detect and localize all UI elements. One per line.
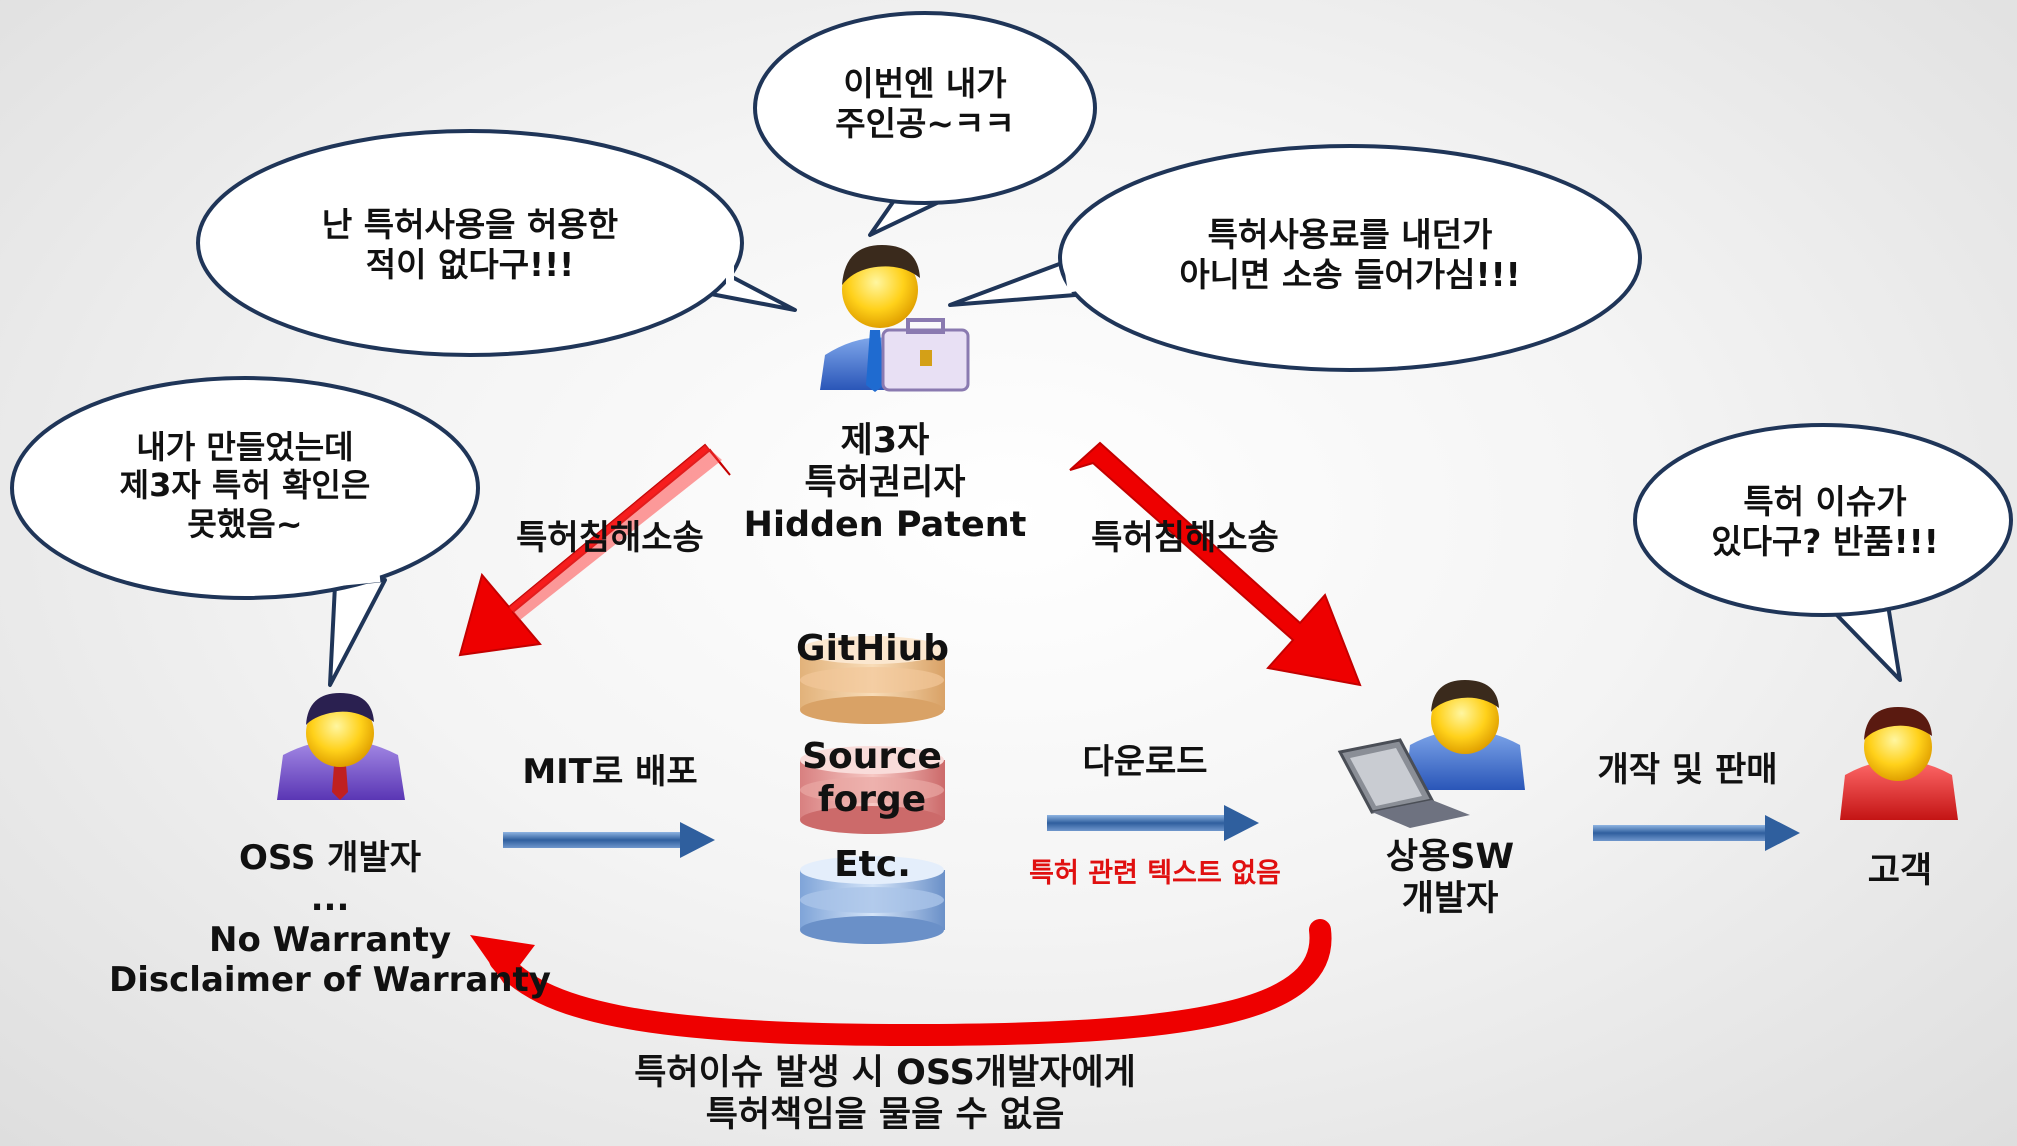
patent-holder-label: 제3자 특허권리자 Hidden Patent — [743, 421, 1027, 545]
lawsuit-arrow-left — [458, 443, 731, 657]
commercial-developer-label: 상용SW 개발자 — [1385, 837, 1515, 919]
bubble-text-customer: 특허 이슈가 있다구? 반품!!! — [1711, 482, 1939, 561]
bubble-customer — [1633, 423, 2013, 682]
bubble-oss-dev — [10, 376, 480, 687]
repo-label-github: GitHiub — [796, 628, 949, 669]
bubble-pay-or-sue — [948, 144, 1642, 372]
liability-curved-arrow — [470, 919, 1332, 1047]
modify-sell-label: 개작 및 판매 — [1597, 750, 1778, 790]
customer-label: 고객 — [1867, 851, 1933, 891]
no-liability-label: 특허이슈 발생 시 OSS개발자에게 특허책임을 물을 수 없음 — [634, 1053, 1136, 1135]
user-with-laptop-icon — [1337, 680, 1525, 828]
red-user-icon — [1840, 707, 1958, 820]
purple-user-icon — [277, 693, 405, 800]
bubble-text-pay-or-sue: 특허사용료를 내던가 아니면 소송 들어가심!!! — [1179, 215, 1521, 294]
mit-distribute-label: MIT로 배포 — [522, 752, 698, 792]
distribute-arrow — [503, 822, 715, 858]
lawsuit-label-left: 특허침해소송 — [516, 518, 704, 558]
sell-arrow — [1593, 815, 1800, 851]
bubble-text-oss-dev: 내가 만들었는데 제3자 특허 확인은 못했음~ — [119, 428, 371, 543]
no-patent-text-label: 특허 관련 텍스트 없음 — [1029, 858, 1281, 889]
bubble-text-never-allowed: 난 특허사용을 허용한 적이 없다구!!! — [321, 205, 619, 284]
repo-label-sourceforge: Source forge — [802, 736, 942, 821]
download-arrow — [1047, 805, 1259, 841]
businessman-with-briefcase-icon — [820, 245, 970, 392]
lawsuit-arrow-right — [1069, 441, 1362, 687]
repo-stack-github — [800, 636, 945, 724]
database-stack-icon — [800, 636, 945, 944]
repo-label-etc: Etc. — [834, 844, 911, 885]
lawsuit-label-right: 특허침해소송 — [1091, 518, 1279, 558]
repo-stack-sourceforge — [800, 746, 945, 834]
bubble-text-protagonist: 이번엔 내가 주인공~ㅋㅋ — [835, 64, 1015, 143]
download-label: 다운로드 — [1082, 742, 1208, 782]
repo-stack-etc — [800, 856, 945, 944]
bubble-protagonist — [753, 11, 1097, 237]
oss-developer-label: OSS 개발자 ... No Warranty Disclaimer of Wa… — [109, 838, 551, 1001]
bubble-never-allowed — [196, 129, 797, 357]
